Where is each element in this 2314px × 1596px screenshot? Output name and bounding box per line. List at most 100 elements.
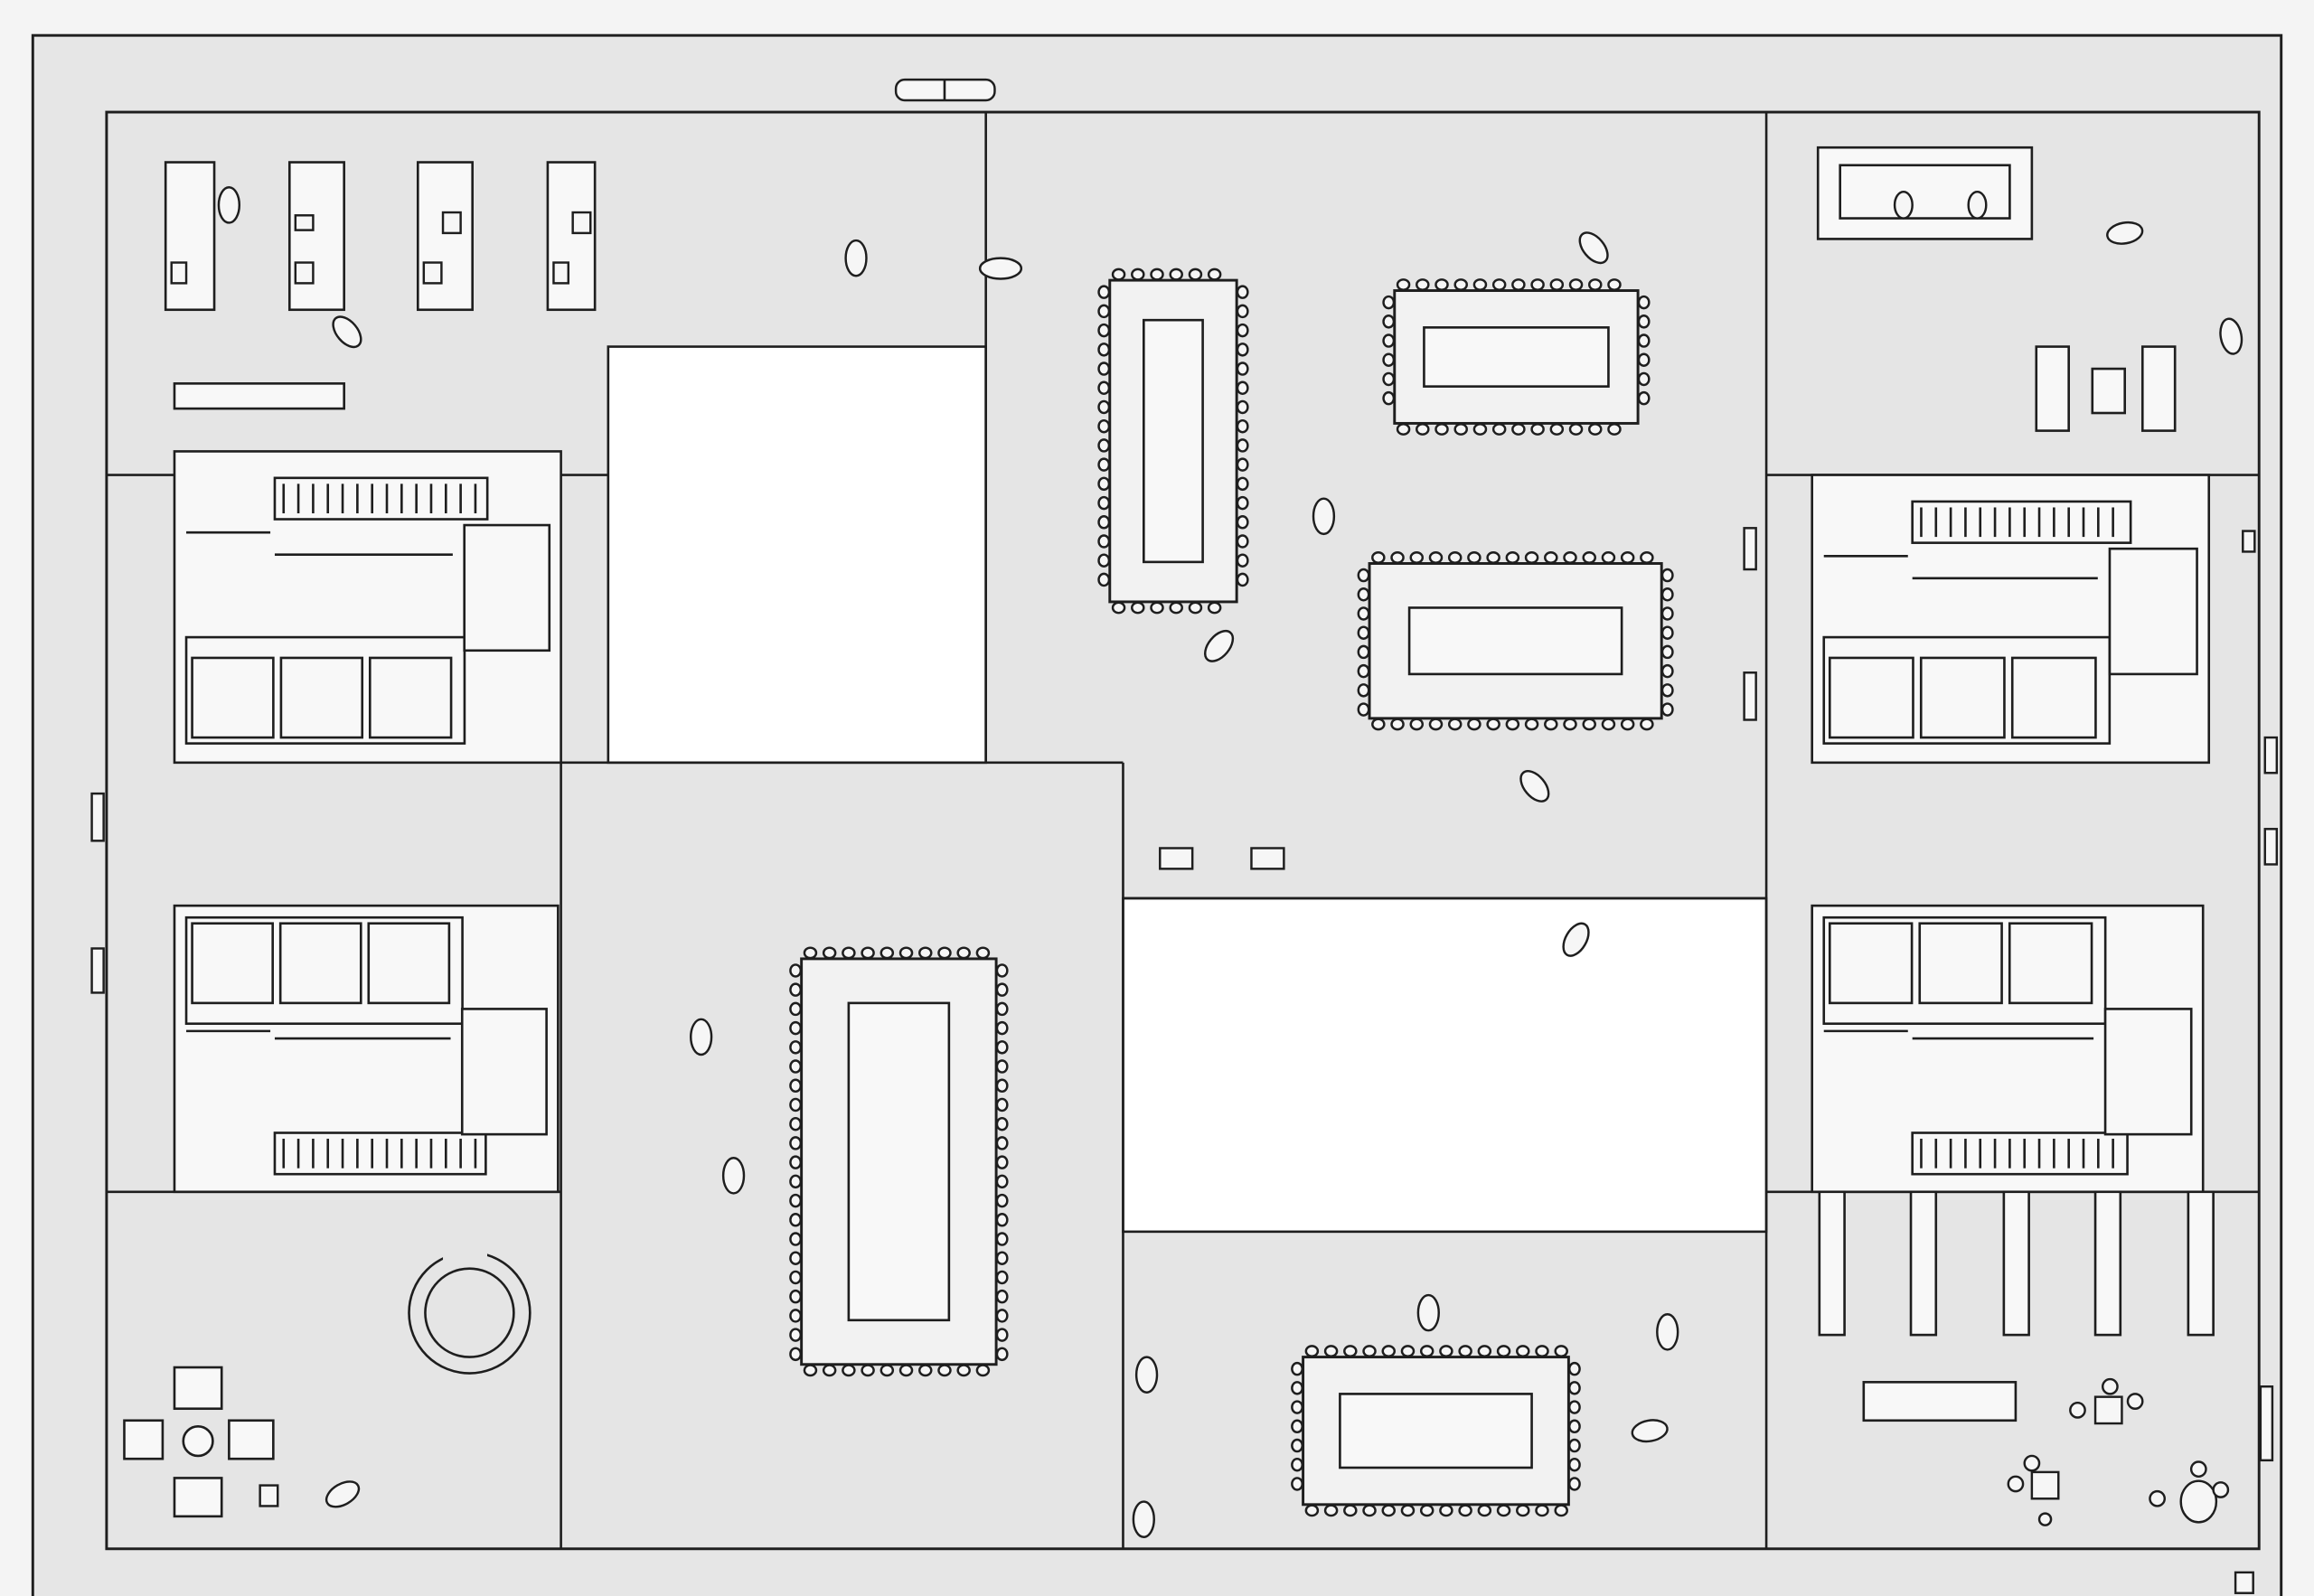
shelf [1911, 1131, 2129, 1176]
chair [1169, 601, 1183, 615]
chair [1567, 1361, 1581, 1376]
fridge [463, 523, 551, 652]
lounge-bottom-right [1818, 1190, 2230, 1526]
chair [956, 1364, 971, 1377]
cabinet [191, 922, 274, 1005]
chair [1357, 702, 1370, 717]
desk [416, 161, 474, 312]
chair [995, 1020, 1009, 1036]
chair [995, 982, 1009, 997]
chair [1535, 1504, 1549, 1517]
cafe-table-icon [2069, 1377, 2144, 1425]
person-marker [1562, 922, 1590, 957]
chair [1660, 625, 1674, 640]
chair [1563, 718, 1577, 731]
chair [1567, 1438, 1581, 1453]
chair [1097, 361, 1111, 376]
open-room-center [1122, 897, 1768, 1234]
monitor-icon [552, 261, 569, 285]
chair [1097, 476, 1111, 492]
chair [1472, 278, 1488, 291]
person-marker [1203, 629, 1235, 662]
chair [1357, 568, 1370, 583]
chair [1207, 601, 1222, 615]
chair [1390, 718, 1405, 731]
chair [917, 1364, 933, 1377]
chair [995, 1174, 1009, 1189]
person-marker [1132, 1500, 1155, 1538]
chair [1660, 587, 1674, 602]
shelf [1911, 500, 2132, 544]
chair [789, 1155, 803, 1169]
chair [1458, 1504, 1472, 1517]
chair [1236, 399, 1249, 415]
chair [995, 1213, 1009, 1227]
chair [861, 946, 875, 960]
chair [1207, 268, 1222, 281]
chair [789, 1251, 803, 1265]
chair [1236, 476, 1249, 492]
chair [995, 1309, 1009, 1323]
kitchenette [1811, 474, 2211, 765]
chair [1381, 1345, 1397, 1357]
table-inset [1339, 1393, 1533, 1469]
cabinet [1828, 922, 1914, 1005]
chair [1434, 423, 1449, 436]
chair [995, 1001, 1009, 1017]
chair [1131, 601, 1145, 615]
chair [789, 1001, 803, 1017]
person-marker [721, 1157, 746, 1195]
cabinet [368, 656, 453, 739]
chair [1516, 1345, 1530, 1357]
chair [1097, 438, 1111, 453]
chair [1400, 1504, 1416, 1517]
chair [789, 1213, 803, 1227]
conference-table [1097, 268, 1249, 615]
chair [1236, 515, 1249, 530]
chair [1357, 587, 1370, 602]
chair [1637, 295, 1651, 310]
chair [1477, 1504, 1492, 1517]
kitchenettes [173, 450, 2211, 1194]
monitor-icon [571, 211, 592, 235]
chair [1620, 718, 1635, 731]
chair [1486, 551, 1500, 564]
chair [789, 1078, 803, 1094]
chair [1357, 606, 1370, 621]
chair [898, 946, 914, 960]
chair [1291, 1438, 1303, 1453]
chair [1236, 495, 1249, 511]
chair [1382, 333, 1396, 348]
chair [1447, 551, 1463, 564]
chair [1343, 1504, 1358, 1517]
chair [995, 1097, 1009, 1113]
chair [1382, 315, 1396, 329]
cabinet [2008, 922, 2093, 1005]
chair [1563, 551, 1577, 564]
chair [1382, 352, 1396, 368]
monitor-icon [294, 261, 315, 285]
chair [917, 946, 933, 960]
chair [1601, 718, 1616, 731]
chair [822, 1364, 837, 1377]
chair [1400, 1345, 1416, 1357]
chair [1236, 285, 1249, 299]
chair [1549, 278, 1565, 291]
lounge-bottom-left [123, 1246, 531, 1518]
person-marker [1631, 1419, 1669, 1443]
chair [789, 1270, 803, 1285]
cabinet [1918, 922, 2003, 1005]
chair [1428, 718, 1444, 731]
chair [1304, 1345, 1320, 1357]
chair [1637, 333, 1651, 348]
conference-table [1291, 1345, 1581, 1517]
wall-doors [90, 527, 2279, 1594]
person-marker [325, 1480, 361, 1508]
chair [789, 1136, 803, 1150]
shelf [273, 1131, 487, 1176]
chair [1323, 1345, 1339, 1357]
chair [1505, 551, 1520, 564]
chair [1567, 1457, 1581, 1472]
chair [1097, 304, 1111, 319]
chair [789, 1059, 803, 1074]
